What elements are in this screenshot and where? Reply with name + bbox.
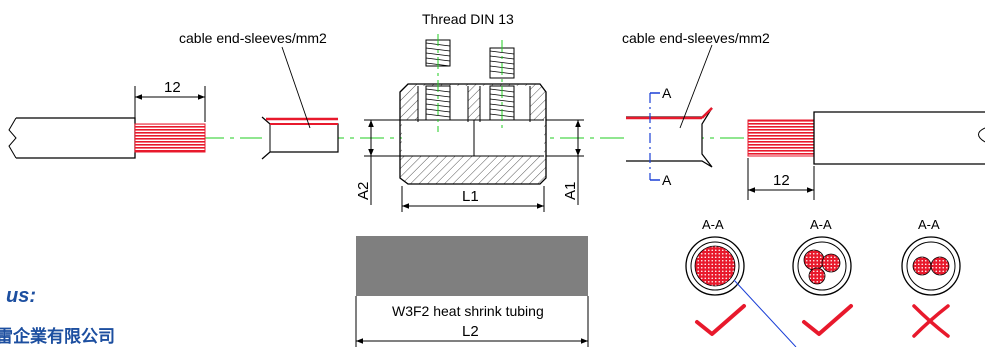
left-stripped-conductor (134, 123, 206, 153)
l1-label: L1 (462, 188, 479, 205)
heat-shrink-tubing (356, 236, 588, 296)
right-end-sleeve (626, 107, 713, 168)
left-strip-dimension: 12 (134, 79, 206, 122)
section-view-1: A-A (685, 217, 746, 336)
screw-left (425, 34, 451, 132)
right-sleeve-label: cable end-sleeves/mm2 (622, 30, 770, 46)
left-sleeve-label: cable end-sleeves/mm2 (179, 30, 327, 46)
section-marker-top: A (662, 85, 672, 101)
right-stripped-conductor (747, 119, 815, 157)
left-sleeve-leader (281, 46, 311, 129)
dimension-a1: A1 (546, 119, 584, 205)
a2-label: A2 (355, 182, 372, 200)
thread-label: Thread DIN 13 (422, 11, 514, 27)
dimension-l1: L1 (401, 186, 545, 212)
section-view-3-label: A-A (918, 217, 940, 232)
check-icon (695, 304, 746, 336)
tubing-label: W3F2 heat shrink tubing (392, 303, 544, 319)
section-view-2-label: A-A (810, 217, 832, 232)
left-end-sleeve (261, 116, 339, 160)
dimension-a2: A2 (355, 119, 402, 205)
connector-body (399, 83, 547, 185)
section-leader-line (733, 279, 797, 347)
dimension-l2: W3F2 heat shrink tubing L2 (355, 296, 589, 347)
check-icon (802, 304, 853, 336)
cross-icon (912, 304, 950, 338)
contact-label: us: (6, 285, 36, 307)
section-marker-bottom: A (662, 172, 672, 188)
l2-label: L2 (462, 323, 479, 340)
a1-label: A1 (562, 182, 579, 200)
left-cable (8, 117, 206, 159)
section-view-3: A-A (901, 217, 961, 338)
right-strip-value: 12 (773, 172, 790, 189)
right-strip-dimension: 12 (747, 158, 815, 200)
section-view-2: A-A (792, 217, 853, 336)
section-view-1-label: A-A (702, 217, 724, 232)
section-line-a: A A (649, 85, 672, 188)
left-strip-value: 12 (164, 79, 181, 96)
right-sleeve-leader (679, 44, 713, 129)
company-name: 雷企業有限公司 (0, 326, 115, 347)
screw-right (489, 40, 515, 132)
right-cable (747, 111, 985, 165)
